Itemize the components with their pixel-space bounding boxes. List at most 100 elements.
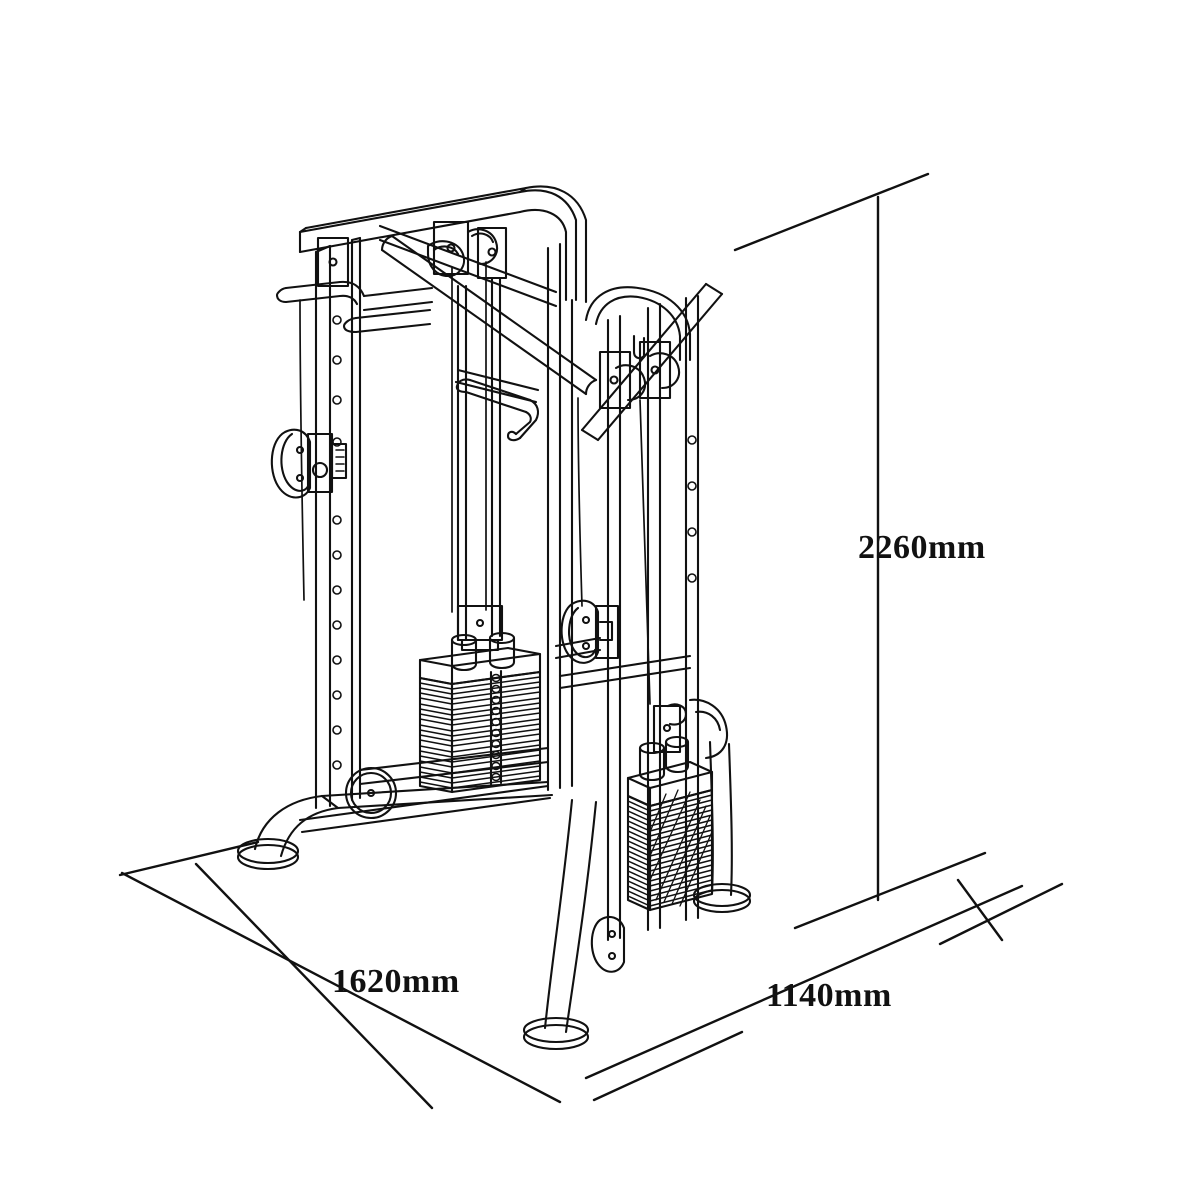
right-pulley-a	[614, 364, 647, 402]
right-plate-a-bolt	[609, 375, 619, 385]
height-ext-bottom	[793, 851, 987, 930]
pulley-left-lower-inner	[349, 771, 393, 815]
base-left-leg-top	[253, 780, 550, 851]
grip-bar-main-top	[390, 234, 598, 382]
right-lower-arc	[688, 698, 728, 760]
stack-left-bushing-a	[450, 638, 478, 672]
left-rail-holes	[332, 315, 342, 770]
pulley-left-assembly	[270, 428, 348, 499]
base-rail-left	[298, 784, 550, 822]
top-arch-inner	[518, 209, 568, 302]
pulley-center-slot	[598, 620, 614, 642]
pulley-center-assembly	[560, 599, 620, 664]
dimension-lines	[118, 172, 1064, 1110]
handle-bar-upper-a	[362, 286, 434, 298]
handle-bar-lower-cap	[342, 316, 358, 334]
handle-dia-end-cap	[506, 430, 522, 442]
base-right-leg-b	[727, 742, 733, 897]
pulley-center-bolt-b	[581, 641, 591, 651]
depth-ext-a	[592, 1030, 744, 1102]
top-frame-assembly	[298, 185, 588, 308]
pulley-left-pin-holes	[335, 449, 345, 472]
top-arch-outer	[518, 189, 578, 302]
pulley-left-lower-hub	[366, 788, 376, 798]
cable-right	[639, 399, 651, 705]
pulley-left-pin-block	[330, 442, 348, 480]
top-plate-left	[316, 236, 350, 288]
pulley-center-cover	[560, 599, 600, 664]
pulley-center-bolt-a	[581, 615, 591, 625]
handle-bar-lower-b	[354, 322, 432, 334]
handle-left-cap	[275, 286, 288, 304]
mid-rail-b	[554, 648, 602, 660]
base-assembly	[236, 740, 752, 1051]
width-tick-left	[118, 840, 260, 877]
stack-right-carriage-hook	[666, 703, 688, 726]
height-dimension-label: 2260mm	[858, 529, 986, 566]
mid-rails	[554, 636, 692, 690]
depth-dimension-line	[584, 884, 1024, 1080]
pulley-center-lower-cover	[590, 915, 626, 973]
grip-bar-main-cap-b	[584, 378, 598, 396]
pulley-left-bolt-a	[295, 445, 305, 455]
lower-rail-b	[358, 760, 550, 786]
stack-left-top-plate-edge-b	[450, 652, 542, 668]
base-front-pad	[522, 1023, 590, 1051]
width-ext-left	[194, 862, 434, 1110]
base-rail-left-b	[300, 796, 552, 834]
handle-dia-b	[464, 390, 528, 414]
stack-right-hatching	[649, 789, 713, 907]
base-front-leg-b	[564, 800, 598, 1034]
right-plate-a	[598, 350, 632, 410]
stack-right-bushing-a	[638, 746, 666, 782]
handle-bar-upper-b	[362, 300, 434, 312]
top-plate-mid-bolt	[446, 243, 456, 253]
handle-left-b	[284, 294, 342, 304]
top-plate-mid	[432, 220, 470, 276]
handle-left-a	[284, 280, 342, 290]
pulley-left-inner	[280, 432, 311, 492]
top-pulley-b	[466, 228, 499, 266]
pulley-center-lower	[590, 915, 626, 973]
mid-rail-a	[554, 636, 602, 648]
pulley-left-knob	[311, 461, 329, 479]
lower-rail-a	[358, 746, 550, 772]
height-ext-top	[733, 172, 930, 252]
base-left-pad	[236, 843, 300, 871]
handle-cross-a	[456, 368, 540, 392]
base-right-pad	[692, 888, 752, 914]
handle-left-bend-b	[338, 294, 359, 306]
right-pulley-b	[648, 352, 681, 390]
handle-bar-lower-a	[354, 308, 432, 320]
base-front-pad-top	[522, 1016, 590, 1044]
weight-stack-right	[626, 703, 714, 912]
right-lower-arc-inner	[694, 710, 722, 732]
right-plate-b-bolt	[650, 365, 660, 375]
left-column-top-b	[350, 236, 362, 242]
cable-left-outer	[299, 299, 305, 601]
top-pulley-b-groove	[470, 232, 495, 244]
cables	[299, 261, 651, 705]
stack-left-bushing-b-top	[488, 631, 516, 645]
handle-cross-b	[454, 380, 538, 404]
stack-right-bushing-a-top	[638, 741, 666, 755]
stack-left-bushing-b	[488, 636, 516, 670]
stack-right-carriage-bolt	[662, 723, 672, 733]
mid-rail-long-a	[558, 654, 692, 678]
width-dimension-label: 1620mm	[332, 963, 460, 1000]
depth-dimension-label: 1140mm	[766, 977, 892, 1014]
top-pulley-a	[426, 240, 466, 278]
width-dimension-line-right	[120, 871, 562, 1104]
stack-left-bushing-a-top	[450, 633, 478, 647]
top-plate-left-bolt	[328, 257, 338, 267]
stack-left-carriage-bolt	[475, 618, 485, 628]
right-rail-holes	[687, 435, 697, 583]
right-column-assembly	[580, 282, 728, 942]
cable-center	[577, 397, 583, 607]
guide-rods-left	[456, 276, 502, 642]
top-beam-edge-a	[298, 226, 308, 234]
right-beam-cap-b	[704, 282, 724, 296]
mid-rail-long-b	[558, 666, 692, 690]
